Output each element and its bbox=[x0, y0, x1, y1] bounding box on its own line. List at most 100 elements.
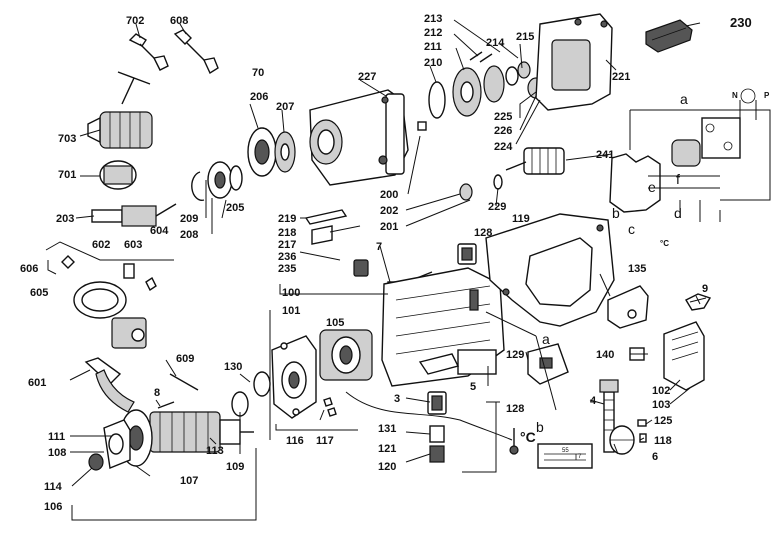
label-116: 116 bbox=[286, 435, 304, 447]
label-108: 108 bbox=[48, 447, 66, 459]
label-105: 105 bbox=[326, 317, 344, 329]
ruler-mark-55: 55 bbox=[562, 448, 569, 454]
label-128-top: 128 bbox=[474, 227, 492, 239]
label-107: 107 bbox=[180, 475, 198, 487]
label-b-left: b bbox=[612, 205, 620, 221]
label-6: 6 bbox=[652, 451, 658, 463]
brush-121-120 bbox=[429, 425, 445, 463]
switch-assembly-129 bbox=[527, 343, 569, 385]
label-236: 236 bbox=[278, 251, 296, 263]
field-coil-105 bbox=[319, 329, 373, 381]
label-3: 3 bbox=[394, 393, 400, 405]
label-70: 70 bbox=[252, 67, 264, 79]
label-121: 121 bbox=[378, 443, 396, 455]
label-225: 225 bbox=[494, 111, 512, 123]
label-101: 101 bbox=[282, 305, 300, 317]
switch-230 bbox=[645, 19, 693, 53]
label-100: 100 bbox=[282, 287, 300, 299]
side-handle-clamp bbox=[45, 241, 174, 349]
bearing-109-130 bbox=[231, 371, 271, 417]
label-117: 117 bbox=[316, 435, 334, 447]
cable-line bbox=[345, 391, 513, 441]
gear-207 bbox=[274, 131, 296, 173]
label-c: c bbox=[628, 221, 635, 237]
label-e: e bbox=[648, 179, 656, 195]
label-5: 5 bbox=[470, 381, 476, 393]
label-118: 118 bbox=[654, 435, 672, 447]
label-205: 205 bbox=[226, 202, 244, 214]
label-113: 113 bbox=[206, 445, 224, 457]
label-degC-small: °C bbox=[660, 239, 669, 248]
label-102: 102 bbox=[652, 385, 670, 397]
label-125: 125 bbox=[654, 415, 672, 427]
label-604: 604 bbox=[150, 225, 169, 237]
switch-block-128 bbox=[457, 243, 477, 265]
thermometer-icon bbox=[509, 428, 519, 455]
label-206: 206 bbox=[250, 91, 268, 103]
label-608: 608 bbox=[170, 15, 188, 27]
drill-chuck-703 bbox=[87, 111, 153, 149]
handle-housing bbox=[485, 213, 615, 327]
label-235: 235 bbox=[278, 263, 296, 275]
ruler-mark-7: 7 bbox=[578, 454, 582, 460]
gear-case-221 bbox=[535, 13, 613, 111]
gear-housing-227 bbox=[309, 89, 409, 186]
label-208: 208 bbox=[180, 229, 198, 241]
label-212: 212 bbox=[424, 27, 442, 39]
label-8: 8 bbox=[154, 387, 160, 399]
clips-116-117 bbox=[323, 397, 337, 417]
gear-211-212 bbox=[452, 65, 505, 117]
bearing-205-208 bbox=[207, 161, 243, 199]
label-241: 241 bbox=[596, 149, 614, 161]
bearing-215 bbox=[505, 61, 531, 86]
leader-lines bbox=[47, 19, 701, 521]
circlip-209 bbox=[191, 171, 205, 201]
label-229: 229 bbox=[488, 201, 506, 213]
label-106: 106 bbox=[44, 501, 62, 513]
label-609: 609 bbox=[176, 353, 194, 365]
washer-229 bbox=[493, 174, 503, 190]
screw-609 bbox=[169, 373, 199, 391]
label-217: 217 bbox=[278, 239, 296, 251]
label-130: 130 bbox=[224, 361, 242, 373]
label-111: 111 bbox=[48, 431, 65, 443]
label-b-bot: b bbox=[536, 419, 544, 435]
label-plate-5 bbox=[457, 349, 497, 375]
label-200: 200 bbox=[380, 189, 398, 201]
label-209: 209 bbox=[180, 213, 198, 225]
brush-holder-131 bbox=[427, 391, 447, 415]
screw-8 bbox=[157, 401, 175, 409]
label-129: 129 bbox=[506, 349, 524, 361]
brush-holder-parts bbox=[299, 209, 369, 277]
label-230: 230 bbox=[730, 15, 752, 30]
pin-200 bbox=[417, 121, 427, 131]
label-219: 219 bbox=[278, 213, 296, 225]
wrench-608 bbox=[173, 29, 219, 75]
label-109: 109 bbox=[226, 461, 244, 473]
label-103: 103 bbox=[652, 399, 670, 411]
label-221: 221 bbox=[612, 71, 630, 83]
label-210: 210 bbox=[424, 57, 442, 69]
label-131: 131 bbox=[378, 423, 396, 435]
label-701: 701 bbox=[58, 169, 76, 181]
spindle-203 bbox=[91, 203, 177, 227]
label-603: 603 bbox=[124, 239, 142, 251]
label-f: f bbox=[676, 171, 680, 187]
label-227: 227 bbox=[358, 71, 376, 83]
label-207: 207 bbox=[276, 101, 294, 113]
label-7: 7 bbox=[376, 241, 382, 253]
label-226: 226 bbox=[494, 125, 512, 137]
label-211: 211 bbox=[424, 41, 442, 53]
label-215: 215 bbox=[516, 31, 534, 43]
label-4: 4 bbox=[590, 395, 597, 407]
end-shield-plate bbox=[271, 335, 317, 419]
label-202: 202 bbox=[380, 205, 398, 217]
label-606: 606 bbox=[20, 263, 38, 275]
end-cap-102-103 bbox=[663, 321, 705, 391]
label-119: 119 bbox=[512, 213, 530, 225]
wiring-diagram bbox=[609, 88, 771, 222]
label-602: 602 bbox=[92, 239, 110, 251]
wrench-702 bbox=[128, 33, 169, 71]
label-135: 135 bbox=[628, 263, 646, 275]
label-114: 114 bbox=[44, 481, 63, 493]
